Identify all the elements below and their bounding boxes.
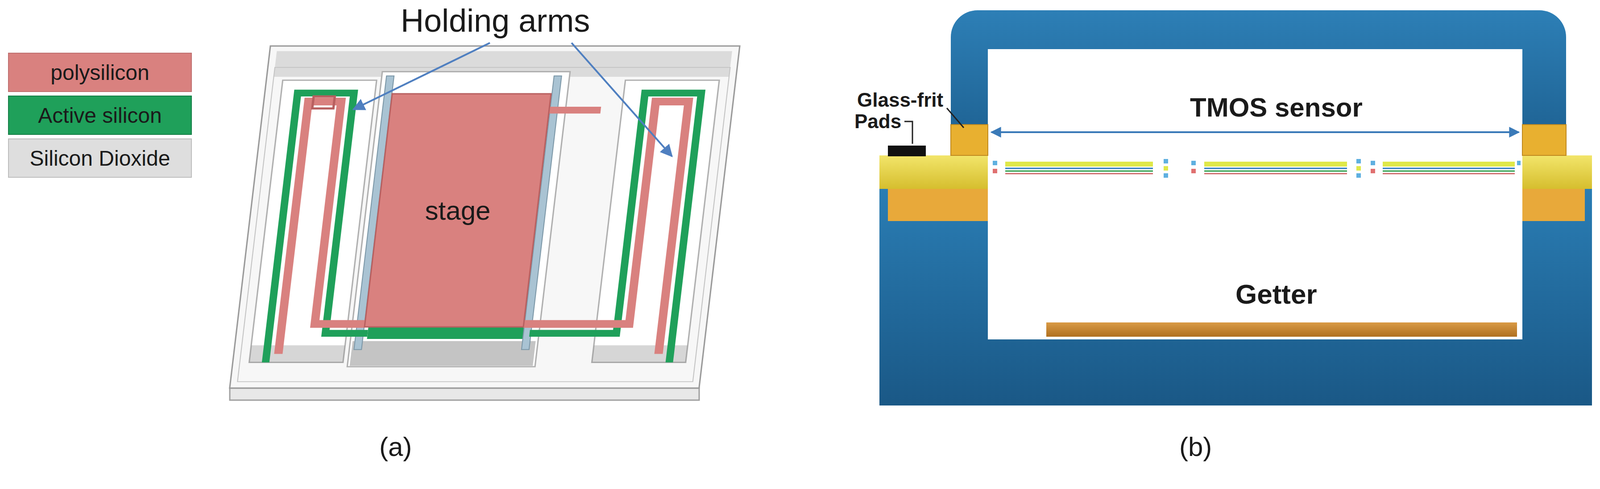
legend-swatch: Silicon Dioxide <box>8 138 192 178</box>
legend-text: Silicon Dioxide <box>29 145 171 171</box>
panel-label: (a) <box>379 431 412 462</box>
legend-swatch: Active silicon <box>8 95 192 135</box>
node-text: stage <box>425 194 491 226</box>
stage-platform: stage <box>364 93 552 327</box>
legend-text: polysilicon <box>50 60 150 85</box>
part-label: Glass-frit <box>857 88 944 112</box>
part-label: Pads <box>854 110 902 133</box>
part-label: Getter <box>1235 277 1318 310</box>
dimension-label: TMOS sensor <box>1189 91 1363 123</box>
callout-label: Holding arms <box>400 2 590 40</box>
legend-text: Active silicon <box>37 103 162 128</box>
panel-label: (b) <box>1179 431 1212 462</box>
legend-swatch: polysilicon <box>8 52 192 92</box>
